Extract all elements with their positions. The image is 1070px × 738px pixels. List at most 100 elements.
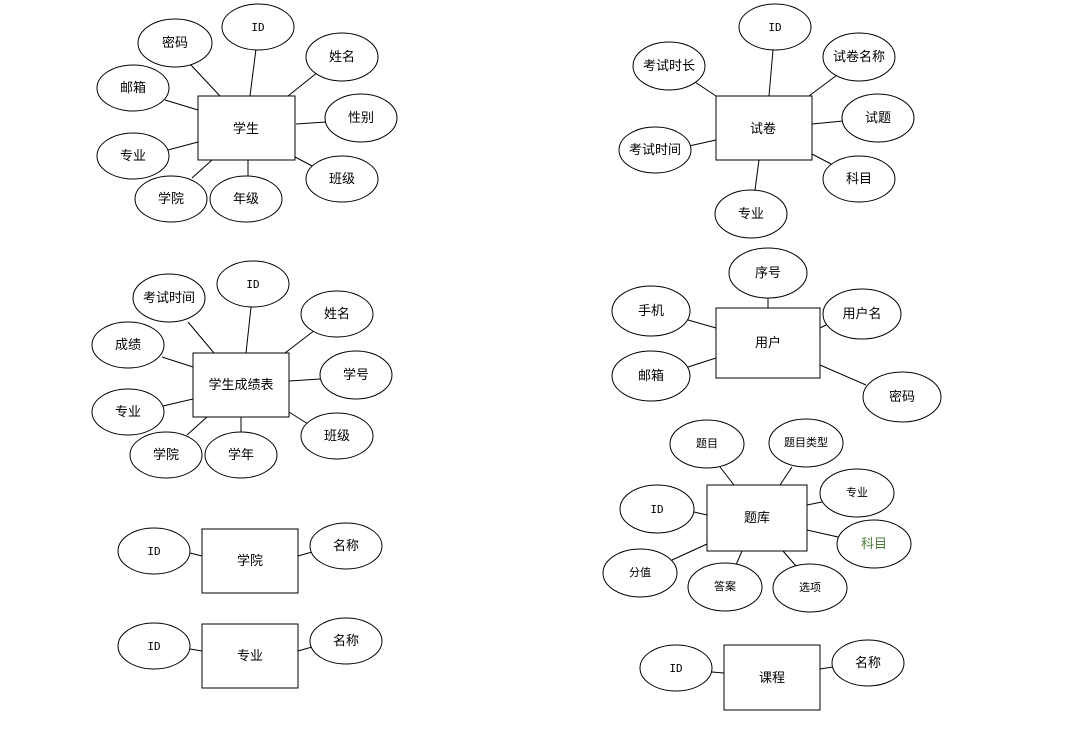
connector [691, 79, 717, 97]
attr-college-name [309, 522, 383, 570]
attr-paper-subject [822, 155, 896, 203]
connector [295, 121, 327, 125]
connector [687, 319, 717, 329]
attr-bank-score [602, 548, 678, 598]
connector [811, 120, 844, 125]
attr-student-college [134, 175, 208, 223]
attr-college-id [117, 527, 191, 575]
connector [819, 666, 834, 670]
attr-user-password-label: 密码 [889, 389, 915, 405]
attr-course-name [831, 639, 905, 687]
attr-paper-exam-time [618, 126, 692, 174]
connector [808, 74, 838, 97]
attr-paper-duration [632, 41, 706, 91]
connector [189, 648, 203, 652]
entity-college [201, 528, 299, 594]
attr-score-year-label: 学年 [228, 447, 254, 463]
connector [806, 529, 839, 538]
entity-score [192, 352, 290, 418]
attr-score-name-label: 姓名 [324, 306, 350, 322]
connector [164, 99, 199, 111]
attr-student-id-label: ID [251, 21, 264, 34]
attr-college-id-label: ID [147, 545, 160, 558]
connector [806, 501, 823, 506]
connector [768, 49, 774, 97]
connector [811, 153, 834, 166]
connector [161, 356, 194, 368]
connector [287, 71, 319, 97]
entity-college-label: 学院 [237, 553, 263, 569]
attr-student-class-label: 班级 [329, 172, 355, 187]
attr-score-student-no [319, 350, 393, 400]
attr-user-email-label: 邮箱 [638, 368, 664, 384]
connector [693, 511, 708, 516]
entity-major-label: 专业 [237, 649, 263, 664]
connector [189, 63, 221, 97]
attr-paper-questions-label: 试题 [865, 111, 891, 126]
attr-student-gender-label: 性别 [348, 111, 374, 126]
connector [819, 324, 827, 329]
attr-score-year [204, 431, 278, 479]
attr-course-name-label: 名称 [855, 655, 881, 671]
attr-student-name [305, 32, 379, 82]
attr-score-score-label: 成绩 [115, 338, 141, 353]
attr-bank-subject [836, 519, 912, 569]
entity-user-label: 用户 [755, 335, 781, 351]
attr-paper-id-label: ID [768, 21, 781, 34]
attr-paper-major-label: 专业 [738, 207, 764, 222]
connector [189, 552, 203, 557]
entity-bank-label: 题库 [744, 510, 770, 526]
attr-student-password [137, 18, 213, 68]
entity-paper-group: 试卷 考试时长 ID 试卷名称 试题 考试时间 科目 专业 [618, 3, 915, 239]
attr-bank-options-label: 选项 [799, 581, 821, 594]
entity-score-group: 学生成绩表 考试时间 ID 姓名 成绩 学号 专业 班级 学院 学年 [91, 260, 393, 479]
attr-major-name-label: 名称 [333, 633, 359, 649]
connector [288, 378, 321, 382]
connector [288, 411, 309, 425]
attr-student-id [221, 3, 295, 51]
attr-score-id-label: ID [246, 278, 259, 291]
attr-score-id [216, 260, 290, 308]
connector [754, 159, 760, 191]
attr-paper-duration-label: 考试时长 [643, 59, 695, 74]
attr-course-id-label: ID [669, 662, 682, 675]
connector [671, 543, 708, 561]
attr-bank-id-label: ID [650, 503, 663, 516]
attr-student-college-label: 学院 [158, 191, 184, 207]
attr-paper-questions [841, 93, 915, 143]
entity-student-group: 学生 密码 ID 姓名 邮箱 性别 专业 班级 学院 年级 [96, 3, 398, 223]
attr-bank-question-type-label: 题目类型 [784, 435, 828, 449]
attr-student-email-label: 邮箱 [120, 80, 146, 96]
attr-bank-major [819, 468, 895, 518]
connector [711, 671, 725, 674]
entity-college-group: 学院 ID 名称 [117, 522, 383, 594]
attr-user-phone-label: 手机 [638, 304, 664, 319]
attr-score-exam-time [132, 273, 206, 323]
attr-student-class [305, 155, 379, 203]
connector [297, 551, 313, 557]
attr-course-id [639, 644, 713, 692]
attr-paper-exam-time-label: 考试时间 [629, 143, 681, 158]
attr-student-gender [324, 93, 398, 143]
attr-paper-id [738, 3, 812, 51]
entity-bank [706, 484, 808, 552]
attr-score-name [300, 290, 374, 338]
entity-student [197, 95, 296, 161]
entity-course-group: 课程 ID 名称 [639, 639, 905, 711]
attr-user-username-label: 用户名 [842, 306, 881, 322]
entity-score-label: 学生成绩表 [208, 377, 273, 393]
connector [688, 139, 717, 147]
entity-paper [715, 95, 813, 161]
connector [245, 306, 252, 354]
attr-student-grade-label: 年级 [233, 192, 259, 207]
attr-bank-id [619, 484, 695, 534]
connector [162, 398, 194, 407]
attr-bank-question-type [768, 418, 844, 468]
attr-major-id [117, 622, 191, 670]
attr-score-student-no-label: 学号 [343, 367, 369, 383]
attr-user-password [862, 371, 942, 423]
connector [187, 321, 215, 354]
attr-college-name-label: 名称 [333, 538, 359, 554]
connector [687, 357, 717, 368]
